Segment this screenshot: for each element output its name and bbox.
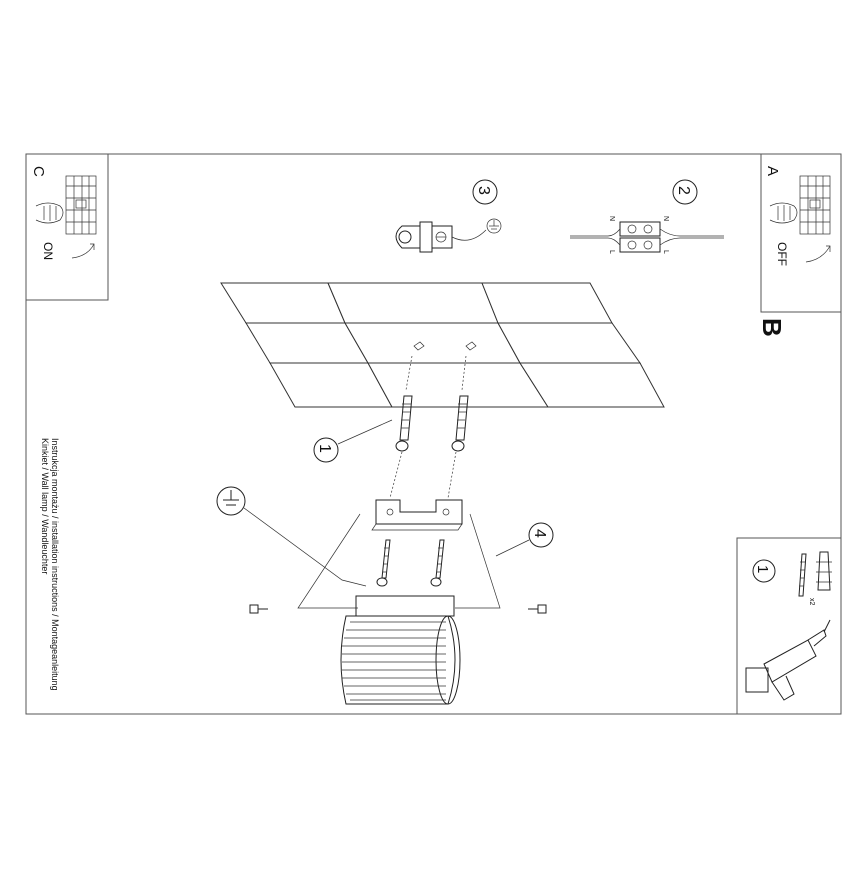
fuse-box-a-icon [799, 175, 831, 235]
step-2-number: 2 [675, 186, 692, 195]
drill-quantity: x2 [808, 598, 815, 606]
step-3: 3 [395, 179, 502, 253]
screw-right [430, 539, 445, 587]
hand-pressing-switch-icon [769, 202, 798, 224]
step-2-circle [672, 179, 698, 205]
terminal-label-n: N [608, 216, 615, 221]
screw-left [376, 539, 391, 587]
step-4-number: 4 [531, 529, 548, 538]
guide-line-right [455, 513, 501, 609]
screw-icon [798, 553, 807, 597]
ground-terminal-icon [395, 221, 487, 253]
mounting-bracket [371, 451, 463, 531]
wall-plug-right [451, 355, 469, 452]
drill-icon [745, 619, 831, 701]
guide-line-left [297, 513, 361, 609]
panel-c: C ON [25, 153, 109, 301]
step-3-number: 3 [475, 186, 492, 195]
step-4-circle [528, 522, 554, 548]
arrow-c-icon [71, 243, 95, 259]
side-screw-right [528, 604, 547, 614]
panel-a: A OFF [760, 153, 842, 313]
ground-symbol-icon [486, 218, 502, 234]
drill-hole-right [465, 341, 477, 351]
panel-a-state: OFF [775, 242, 789, 266]
step-3-circle [472, 179, 498, 205]
panel-c-frame [25, 153, 109, 301]
terminal-label-n-right: N [662, 216, 669, 221]
drill-hole-left [413, 341, 425, 351]
wall-plug-icon [816, 551, 832, 591]
panel-c-state: ON [41, 242, 55, 260]
wall-tiles [220, 282, 665, 408]
step-4: 4 [495, 522, 554, 557]
caption: Instrukcja montażu / installation instru… [50, 438, 60, 691]
drill-panel: 1 x2 [736, 537, 842, 715]
section-letter: B [757, 318, 787, 337]
fuse-box-c-icon [65, 175, 97, 235]
ground-symbol-icon [216, 486, 367, 587]
step-1-number: 1 [316, 444, 333, 453]
wall-lamp-body [340, 595, 461, 705]
drill-step-circle [752, 559, 776, 583]
drill-panel-frame [736, 537, 842, 715]
panel-a-letter: A [764, 166, 781, 176]
subcaption: Kinkiet / Wall lamp / Wandleuchter [40, 438, 50, 574]
step-1-circle [313, 437, 339, 463]
step-2: 2 N L N L [570, 179, 724, 254]
arrow-a-icon [805, 245, 831, 263]
wall-plug-left [395, 355, 413, 452]
panel-a-frame [760, 153, 842, 313]
page-border [25, 153, 842, 715]
panel-c-letter: C [30, 166, 47, 177]
terminal-block-icon [570, 221, 724, 253]
terminal-label-l-left: L [608, 250, 615, 254]
side-screw-left [249, 604, 268, 614]
step-1: 1 [313, 419, 393, 463]
hand-pressing-switch-icon [35, 202, 64, 224]
drill-step-number: 1 [754, 565, 771, 573]
terminal-label-l-right: L [662, 250, 669, 254]
